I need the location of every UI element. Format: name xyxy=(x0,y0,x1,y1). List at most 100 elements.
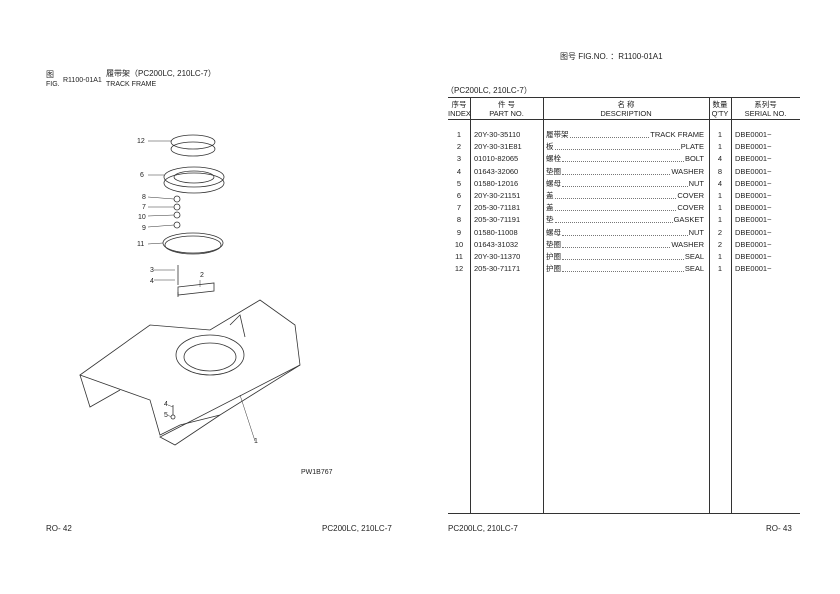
leader-dots xyxy=(554,141,680,151)
row-part-no: 01643-32060 xyxy=(474,166,519,176)
row-qty: 8 xyxy=(717,166,723,176)
row-description-cn: 螺栓 xyxy=(546,154,561,164)
row-part-no: 01580-11008 xyxy=(474,227,518,237)
row-index: 10 xyxy=(454,239,464,249)
row-qty: 1 xyxy=(717,203,723,213)
row-description-cn: 螺母 xyxy=(546,227,561,237)
row-description-en: TRACK FRAME xyxy=(650,130,704,139)
row-index: 9 xyxy=(456,227,462,237)
leader-dots xyxy=(562,178,688,187)
row-part-no: 205-30-71171 xyxy=(474,264,521,274)
row-description-cn: 垫圈 xyxy=(546,166,561,176)
callout-3: 3 xyxy=(150,267,154,274)
row-description-en: SEAL xyxy=(684,264,704,274)
row-qty: 2 xyxy=(717,239,723,249)
row-description-cn: 垫 xyxy=(546,215,554,225)
callout-4b: 4 xyxy=(164,401,168,408)
row-part-no: 01580-12016 xyxy=(474,178,519,188)
callout-1: 1 xyxy=(254,438,258,445)
fig-label-cn: 图 xyxy=(46,70,54,79)
table-row: 12 205-30-71171 护圈 SEAL 1 DBE0001~ xyxy=(448,263,800,275)
fig-title-cn: 履带架（PC200LC, 210LC-7） xyxy=(106,69,216,78)
callout-5: 5 xyxy=(164,412,168,419)
callout-6: 6 xyxy=(140,172,144,179)
row-serial: DBE0001~ xyxy=(735,178,772,188)
row-serial: DBE0001~ xyxy=(735,142,772,152)
row-part-no: 205-30-71181 xyxy=(474,203,521,213)
row-part-no: 20Y-30-31E81 xyxy=(474,142,522,152)
row-index: 4 xyxy=(456,166,462,176)
row-description-en: WASHER xyxy=(671,166,704,176)
row-description: 盖 COVER xyxy=(546,190,704,202)
leader-dots xyxy=(562,227,688,236)
row-serial: DBE0001~ xyxy=(735,130,772,139)
row-serial: DBE0001~ xyxy=(735,215,772,225)
row-part-no: 01010-82065 xyxy=(474,154,519,164)
row-qty: 1 xyxy=(717,142,723,152)
row-description: 螺栓 BOLT xyxy=(546,153,704,165)
fig-title-en: TRACK FRAME xyxy=(106,81,157,88)
row-serial: DBE0001~ xyxy=(735,154,772,164)
right-page-model: PC200LC, 210LC-7 xyxy=(448,524,518,533)
callout-4: 4 xyxy=(150,278,154,285)
row-qty: 1 xyxy=(717,191,723,200)
row-index: 8 xyxy=(456,215,462,225)
row-serial: DBE0001~ xyxy=(735,166,772,176)
row-qty: 1 xyxy=(717,252,723,261)
leader-dots xyxy=(562,166,671,175)
row-description-cn: 螺母 xyxy=(546,178,561,188)
leader-dots xyxy=(562,251,684,260)
table-row: 1 20Y-30-35110 履带架 TRACK FRAME 1 DBE0001~ xyxy=(448,129,800,141)
row-serial: DBE0001~ xyxy=(735,264,772,274)
row-index: 2 xyxy=(456,142,462,152)
row-description: 履带架 TRACK FRAME xyxy=(546,129,704,141)
callout-12: 12 xyxy=(137,138,145,145)
row-description-en: BOLT xyxy=(684,154,704,164)
drawing-code: PW1B767 xyxy=(301,469,333,476)
callout-10: 10 xyxy=(138,214,146,221)
row-qty: 1 xyxy=(717,264,723,274)
leader-dots xyxy=(554,214,673,224)
row-description-en: COVER xyxy=(677,191,704,200)
row-description-cn: 护圈 xyxy=(546,264,561,274)
row-description-en: NUT xyxy=(688,227,704,237)
leader-dots xyxy=(569,129,650,138)
row-index: 3 xyxy=(456,154,462,164)
row-description: 垫 GASKET xyxy=(546,214,704,226)
fig-number: R1100-01A1 xyxy=(63,77,102,84)
row-description-en: GASKET xyxy=(673,215,704,225)
leader-dots xyxy=(554,202,677,212)
leader-dots xyxy=(554,190,677,199)
row-index: 5 xyxy=(456,178,462,188)
row-description-cn: 护圈 xyxy=(546,252,561,261)
row-index: 7 xyxy=(456,203,462,213)
row-description-en: PLATE xyxy=(680,142,704,152)
row-description-cn: 盖 xyxy=(546,191,554,200)
row-index: 6 xyxy=(456,191,462,200)
row-part-no: 20Y-30-35110 xyxy=(474,130,521,139)
row-description-cn: 履带架 xyxy=(546,130,569,139)
fig-no-header: 图号 FIG.NO. ：R1100-01A1 xyxy=(560,52,663,61)
row-qty: 1 xyxy=(717,130,723,139)
row-serial: DBE0001~ xyxy=(735,203,772,213)
row-index: 1 xyxy=(456,130,462,139)
row-description-cn: 盖 xyxy=(546,203,554,213)
callout-2: 2 xyxy=(200,272,204,279)
row-serial: DBE0001~ xyxy=(735,191,772,200)
row-index: 12 xyxy=(454,264,464,274)
row-description-cn: 垫圈 xyxy=(546,239,561,249)
